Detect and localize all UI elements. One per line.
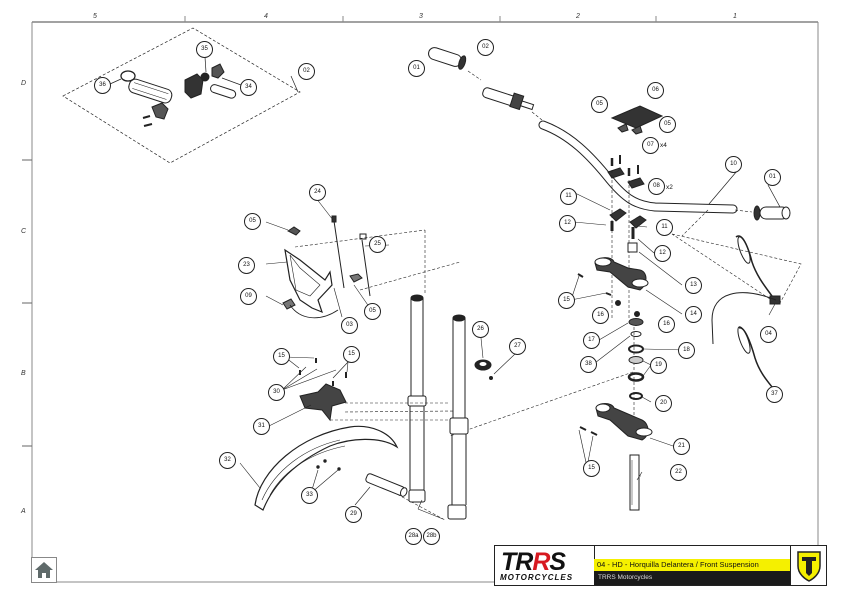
- part-callout-27[interactable]: 27: [509, 338, 526, 355]
- fork-legs: [330, 294, 516, 521]
- part-callout-15[interactable]: 15: [583, 460, 600, 477]
- part-callout-05[interactable]: 05: [591, 96, 608, 113]
- part-callout-15[interactable]: 15: [558, 292, 575, 309]
- zone-column-label: 1: [733, 13, 737, 20]
- drawing-title: 04 - HD - Horquilla Delantera / Front Su…: [594, 559, 790, 571]
- part-callout-19[interactable]: 19: [650, 357, 667, 374]
- zone-column-label: 2: [576, 13, 580, 20]
- part-callout-04[interactable]: 04: [760, 326, 777, 343]
- part-callout-01[interactable]: 01: [408, 60, 425, 77]
- brand-emblem: [790, 546, 827, 585]
- part-callout-02[interactable]: 02: [298, 63, 315, 80]
- part-callout-15[interactable]: 15: [343, 346, 360, 363]
- part-callout-35[interactable]: 35: [196, 41, 213, 58]
- zone-row-label: B: [21, 370, 26, 377]
- part-callout-05[interactable]: 05: [659, 116, 676, 133]
- part-callout-01[interactable]: 01: [764, 169, 781, 186]
- logo-subtext: MOTORCYCLES: [500, 573, 574, 582]
- home-button[interactable]: [31, 557, 57, 583]
- part-callout-06[interactable]: 06: [647, 82, 664, 99]
- part-callout-09[interactable]: 09: [240, 288, 257, 305]
- part-callout-22[interactable]: 22: [670, 464, 687, 481]
- part-callout-26[interactable]: 26: [472, 321, 489, 338]
- quantity-label: x4: [660, 142, 667, 149]
- part-callout-08[interactable]: 08: [648, 178, 665, 195]
- part-callout-12[interactable]: 12: [559, 215, 576, 232]
- part-callout-10[interactable]: 10: [725, 156, 742, 173]
- part-callout-05[interactable]: 05: [364, 303, 381, 320]
- part-callout-11[interactable]: 11: [656, 219, 673, 236]
- part-callout-29[interactable]: 29: [345, 506, 362, 523]
- part-callout-23[interactable]: 23: [238, 257, 255, 274]
- part-callout-24[interactable]: 24: [309, 184, 326, 201]
- zone-row-label: C: [21, 228, 27, 235]
- part-callout-36[interactable]: 36: [94, 77, 111, 94]
- part-callout-25[interactable]: 25: [369, 236, 386, 253]
- front-number-plate-assembly: [265, 197, 461, 319]
- zone-column-label: 5: [93, 13, 97, 20]
- part-callout-03[interactable]: 03: [341, 317, 358, 334]
- part-callout-07[interactable]: 07: [642, 137, 659, 154]
- part-callout-30[interactable]: 30: [268, 384, 285, 401]
- part-callout-31[interactable]: 31: [253, 418, 270, 435]
- zone-row-label: A: [21, 508, 26, 515]
- zone-row-ticks: [22, 159, 32, 447]
- part-callout-17[interactable]: 17: [583, 332, 600, 349]
- zone-column-ticks: [184, 16, 657, 22]
- zone-row-label: D: [21, 80, 27, 87]
- part-callout-13[interactable]: 13: [685, 277, 702, 294]
- drawing-subtitle: TRRS Motorcycles: [594, 571, 790, 585]
- part-callout-15[interactable]: 15: [273, 348, 290, 365]
- part-callout-18[interactable]: 18: [678, 342, 695, 359]
- quantity-label: x2: [666, 184, 673, 191]
- part-callout-34[interactable]: 34: [240, 79, 257, 96]
- title-block: TRRS MOTORCYCLES 04 - HD - Horquilla Del…: [494, 545, 827, 586]
- part-callout-21[interactable]: 21: [673, 438, 690, 455]
- home-icon: [35, 562, 53, 578]
- part-callout-38[interactable]: 38: [580, 356, 597, 373]
- part-callout-11[interactable]: 11: [560, 188, 577, 205]
- part-callout-20[interactable]: 20: [655, 395, 672, 412]
- part-callout-16[interactable]: 16: [658, 316, 675, 333]
- part-callout-33[interactable]: 33: [301, 487, 318, 504]
- part-callout-28b[interactable]: 28b: [423, 528, 440, 545]
- steering-assembly: [449, 192, 687, 511]
- logo-wordmark: TRRS: [501, 548, 566, 577]
- part-callout-37[interactable]: 37: [766, 386, 783, 403]
- part-callout-28a[interactable]: 28a: [405, 528, 422, 545]
- logo-text: TRRS: [501, 548, 566, 576]
- part-callout-02[interactable]: 02: [477, 39, 494, 56]
- front-fender-assembly: [239, 356, 408, 511]
- part-callout-14[interactable]: 14: [685, 306, 702, 323]
- shield-icon: [797, 551, 821, 582]
- handlebar: [428, 47, 791, 430]
- zone-column-label: 4: [264, 13, 268, 20]
- trrs-logo: TRRS MOTORCYCLES: [495, 546, 595, 585]
- part-callout-05[interactable]: 05: [244, 213, 261, 230]
- part-callout-16[interactable]: 16: [592, 307, 609, 324]
- zone-column-label: 3: [419, 13, 423, 20]
- part-callout-32[interactable]: 32: [219, 452, 236, 469]
- throttle-assembly-detail: [62, 27, 301, 164]
- part-callout-12[interactable]: 12: [654, 245, 671, 262]
